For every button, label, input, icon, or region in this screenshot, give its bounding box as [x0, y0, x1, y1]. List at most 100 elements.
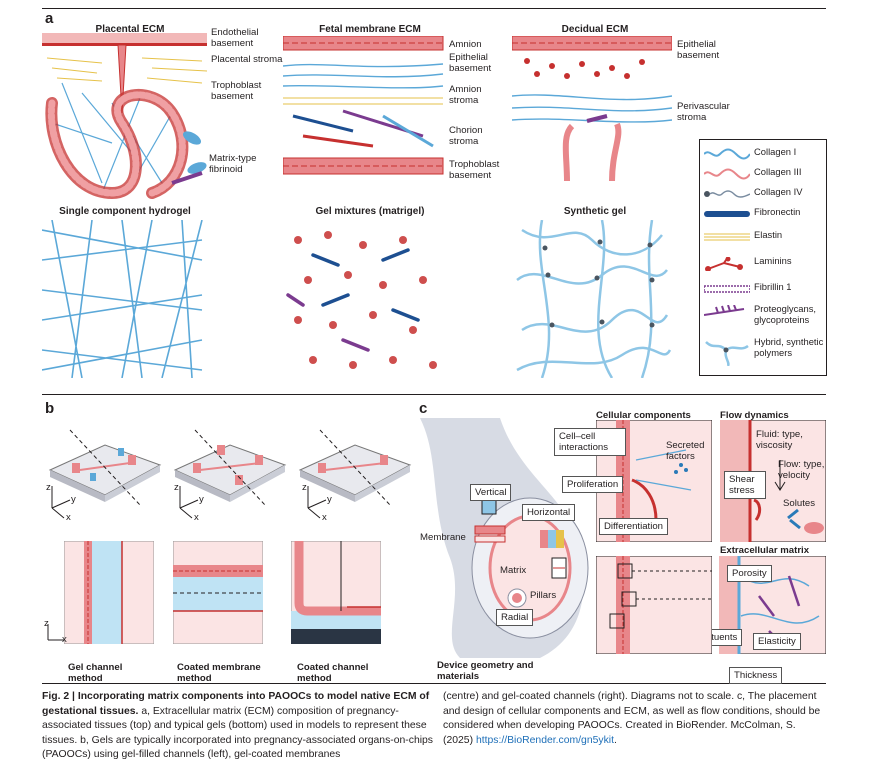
label-placental-stroma: Placental stroma — [211, 54, 283, 65]
label-amnion: Amnion — [449, 39, 482, 50]
label-thickness: Thickness — [729, 667, 783, 684]
gel-mixtures-illustration — [286, 231, 437, 369]
axis-z-small: z — [44, 618, 49, 629]
gel-channel-cross-section — [64, 541, 154, 644]
axis-x: x — [194, 512, 199, 523]
label-shear-stress: Shear stress — [724, 471, 766, 499]
axis-triad-3: z y x — [300, 482, 340, 523]
caption-text-left: a, Extracellular matrix (ECM) compositio… — [42, 705, 434, 761]
axis-zx-icon — [47, 624, 64, 641]
axis-y: y — [71, 494, 76, 505]
proteoglycans-icon — [704, 305, 745, 316]
section-rule — [42, 394, 826, 395]
legend-label-collagen-i: Collagen I — [754, 146, 797, 157]
axis-triad-1: z y x — [44, 482, 84, 523]
legend-label-laminins: Laminins — [754, 255, 792, 266]
synthetic-gel-title: Synthetic gel — [563, 206, 627, 217]
synthetic-gel-illustration — [516, 220, 672, 378]
label-flow-type-velocity: Flow: type, velocity — [778, 459, 825, 481]
label-cell-cell-interactions: Cell–cell interactions — [554, 428, 626, 456]
caption-fig-label: Fig. 2 | Incorporating matrix components… — [42, 691, 430, 717]
legend-item-hybrid-polymers: Hybrid, synthetic polymers — [702, 336, 824, 370]
label-matrix: Matrix — [500, 565, 527, 576]
legend-item-proteoglycans: Proteoglycans, glycoproteins — [702, 303, 824, 329]
biorender-link[interactable]: https://BioRender.com/gn5ykit — [475, 734, 614, 746]
legend-label-collagen-iv: Collagen IV — [754, 186, 803, 197]
legend-item-collagen-iv: Collagen IV — [702, 186, 824, 206]
panel-label-b: b — [45, 400, 55, 417]
legend-label-collagen-iii: Collagen III — [754, 166, 802, 177]
cellular-components-title: Cellular components — [596, 410, 691, 421]
fetal-membrane-illustration — [283, 36, 444, 175]
extracellular-matrix-title: Extracellular matrix — [720, 545, 810, 556]
hybrid-polymers-icon — [705, 341, 749, 366]
label-membrane: Membrane — [420, 532, 466, 543]
axis-z: z — [302, 482, 307, 493]
legend-label-hybrid-polymers: Hybrid, synthetic polymers — [754, 336, 824, 358]
legend-item-collagen-iii: Collagen III — [702, 166, 824, 186]
flow-dynamics-title: Flow dynamics — [720, 410, 789, 421]
single-component-hydrogel-title: Single component hydrogel — [59, 206, 191, 217]
membrane-device-icon — [474, 525, 506, 543]
legend-item-collagen-i: Collagen I — [702, 146, 824, 166]
axis-z: z — [46, 482, 51, 493]
chip-gel-channel — [48, 429, 162, 506]
label-amnion-stroma: Amnion stroma — [449, 84, 482, 106]
axis-x-small: x — [62, 634, 67, 645]
elastin-icon — [704, 233, 750, 241]
axis-arrows-icon — [179, 486, 199, 519]
top-rule — [42, 8, 826, 9]
label-matrix-type-fibrinoid: Matrix-type fibrinoid — [209, 153, 257, 175]
panel-label-c: c — [419, 400, 428, 417]
fetal-title: Fetal membrane ECM — [319, 24, 421, 35]
collagen-i-icon — [704, 148, 750, 160]
fibrillin-icon — [704, 285, 750, 293]
axis-y: y — [327, 494, 332, 505]
matrix-device-icon — [551, 557, 567, 579]
label-endothelial-basement: Endothelial basement — [211, 27, 259, 49]
pillars-device-icon — [507, 588, 527, 608]
axis-arrows-icon — [51, 486, 71, 519]
label-fluid-type-viscosity: Fluid: type, viscosity — [756, 429, 803, 451]
label-horizontal: Horizontal — [522, 504, 576, 521]
chip-isometric-row — [48, 429, 412, 506]
figure-caption-right: (centre) and gel-coated channels (right)… — [443, 690, 827, 748]
coated-membrane-cross-section — [173, 541, 263, 644]
label-differentiation: Differentiation — [599, 518, 669, 535]
axis-x: x — [66, 512, 71, 523]
vertical-device-icon — [481, 499, 497, 515]
legend-label-fibrillin: Fibrillin 1 — [754, 281, 792, 292]
ecm-legend: Collagen I Collagen III Collagen IV Fibr… — [699, 139, 827, 376]
axis-z: z — [174, 482, 179, 493]
tissue-cross-section-illustration — [596, 556, 712, 654]
decidual-title: Decidual ECM — [561, 24, 629, 35]
axis-arrows-icon — [307, 486, 327, 519]
legend-label-elastin: Elastin — [754, 229, 783, 240]
chip-coated-channel — [298, 429, 412, 506]
placental-title: Placental ECM — [95, 24, 165, 35]
label-trophoblast-basement: Trophoblast basement — [211, 80, 262, 102]
label-epithelial-basement-decidual: Epithelial basement — [677, 39, 720, 61]
fibronectin-icon — [704, 211, 750, 217]
collagen-iii-icon — [704, 168, 750, 180]
caption-link-suffix: . — [613, 734, 617, 746]
label-trophoblast-basement-fetal: Trophoblast basement — [449, 159, 500, 181]
label-vertical: Vertical — [470, 484, 512, 501]
decidual-ecm-illustration — [512, 36, 672, 182]
method-coated-membrane: Coated membrane method — [177, 662, 261, 684]
panel-label-a: a — [45, 10, 54, 27]
axis-x: x — [322, 512, 327, 523]
collagen-iv-icon — [704, 190, 750, 198]
label-perivascular-stroma: Perivascular stroma — [677, 101, 730, 123]
device-geometry-caption: Device geometry and materials — [437, 660, 534, 682]
axis-triad-2: z y x — [172, 482, 212, 523]
chip-coated-membrane — [173, 429, 287, 506]
legend-label-fibronectin: Fibronectin — [754, 206, 801, 217]
label-pillars: Pillars — [530, 590, 557, 601]
legend-item-fibronectin: Fibronectin — [702, 206, 824, 226]
figure-caption-left: Fig. 2 | Incorporating matrix components… — [42, 690, 434, 763]
single-component-hydrogel-illustration — [42, 220, 203, 378]
laminins-icon — [705, 257, 743, 271]
device-body-illustration — [420, 418, 589, 658]
label-solutes: Solutes — [783, 498, 815, 509]
